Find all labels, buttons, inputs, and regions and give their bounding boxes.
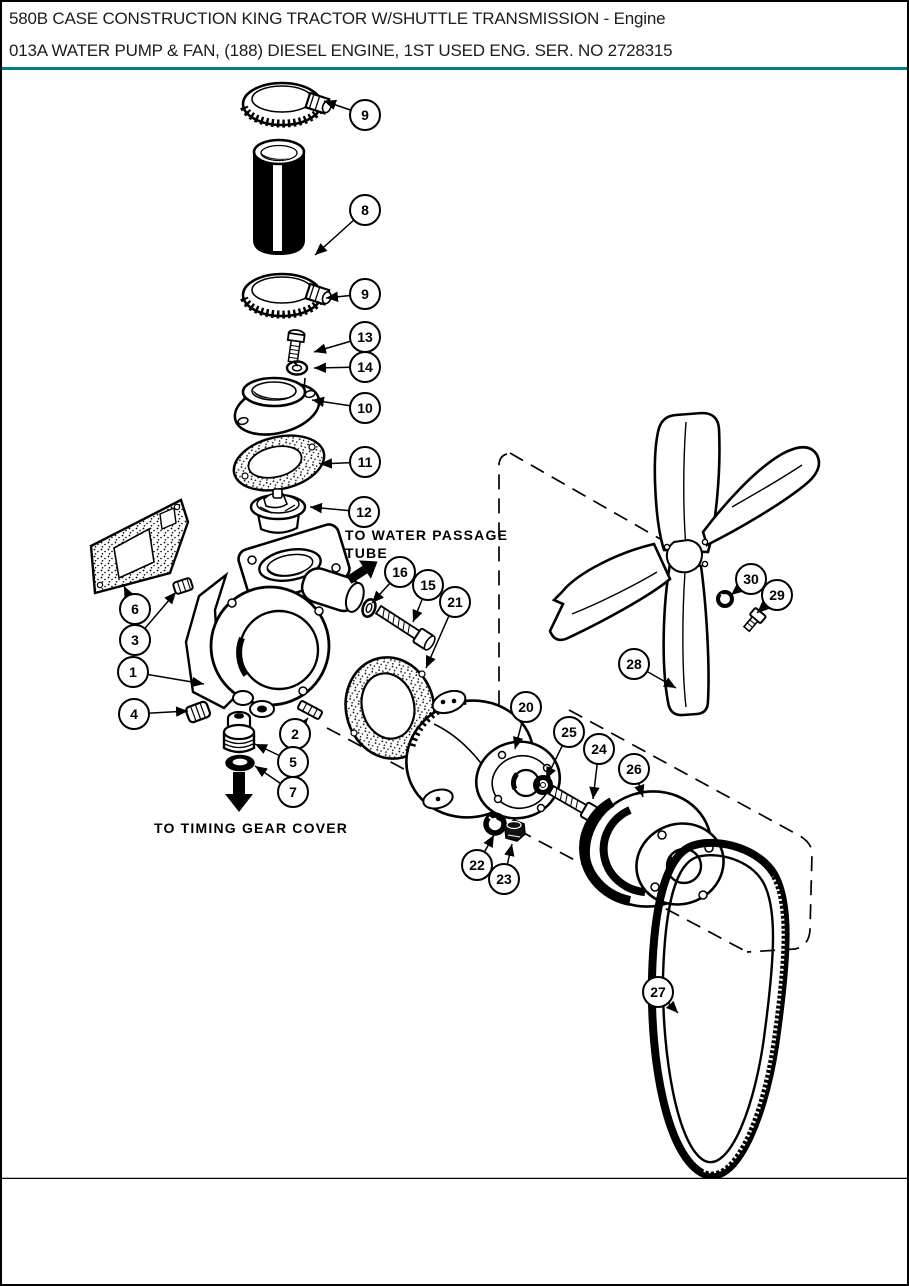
- water-outlet-part-10: [233, 376, 321, 436]
- svg-text:21: 21: [447, 594, 463, 610]
- callout-8[interactable]: 8: [349, 194, 381, 226]
- washer-part-25: [533, 775, 553, 795]
- footer-blank-area: [2, 1179, 907, 1284]
- lock-washer-part-14: [285, 360, 309, 376]
- section-title: 013A WATER PUMP & FAN, (188) DIESEL ENGI…: [9, 41, 673, 60]
- nut-part-23: [504, 819, 526, 842]
- fan-part-28: [548, 411, 821, 717]
- svg-text:6: 6: [131, 601, 139, 617]
- callout-13[interactable]: 13: [349, 321, 381, 353]
- callout-24[interactable]: 24: [583, 733, 615, 765]
- water-passage-label-line1: TO WATER PASSAGE: [345, 527, 508, 543]
- svg-text:23: 23: [496, 871, 512, 887]
- arrow-to-water-passage-icon: [346, 560, 378, 584]
- callout-3[interactable]: 3: [119, 624, 151, 656]
- svg-text:28: 28: [626, 656, 642, 672]
- callout-29[interactable]: 29: [761, 579, 793, 611]
- svg-text:10: 10: [357, 400, 373, 416]
- callout-7[interactable]: 7: [277, 776, 309, 808]
- callout-5[interactable]: 5: [277, 746, 309, 778]
- svg-text:9: 9: [361, 286, 369, 302]
- washer-part-16: [361, 597, 377, 619]
- svg-text:13: 13: [357, 329, 373, 345]
- bolt-part-29: [742, 607, 767, 633]
- bearing-part-5: [222, 710, 256, 754]
- svg-text:12: 12: [356, 504, 372, 520]
- lock-washer-part-30: [716, 590, 734, 608]
- callout-10[interactable]: 10: [349, 392, 381, 424]
- callout-16[interactable]: 16: [384, 556, 416, 588]
- callout-28[interactable]: 28: [618, 648, 650, 680]
- thermostat-part-12: [249, 488, 307, 534]
- callout-27[interactable]: 27: [642, 976, 674, 1008]
- callout-6[interactable]: 6: [119, 593, 151, 625]
- arrow-to-timing-gear-icon: [225, 772, 253, 812]
- water-pump-body-part-1: [184, 523, 365, 718]
- svg-text:4: 4: [130, 706, 138, 722]
- callout-9-top[interactable]: 9: [349, 99, 381, 131]
- svg-text:5: 5: [289, 754, 297, 770]
- gasket-ring-part-21: [344, 656, 436, 760]
- callout-30[interactable]: 30: [735, 563, 767, 595]
- page-header: 580B CASE CONSTRUCTION KING TRACTOR W/SH…: [9, 2, 901, 66]
- radiator-plane-dashed-outline: [326, 452, 813, 953]
- timing-gear-label: TO TIMING GEAR COVER: [154, 820, 348, 836]
- callout-4[interactable]: 4: [118, 698, 150, 730]
- gasket-part-6: [89, 498, 190, 595]
- svg-text:29: 29: [769, 587, 785, 603]
- svg-text:2: 2: [291, 726, 299, 742]
- svg-text:27: 27: [650, 984, 666, 1000]
- svg-text:3: 3: [131, 632, 139, 648]
- hose-clamp-lower-part: [243, 274, 333, 316]
- svg-text:22: 22: [469, 857, 485, 873]
- gasket-part-11: [232, 434, 326, 492]
- hose-part: [252, 138, 306, 256]
- header-divider: [2, 67, 907, 70]
- callout-21[interactable]: 21: [439, 586, 471, 618]
- svg-text:11: 11: [358, 454, 373, 470]
- callout-23[interactable]: 23: [488, 863, 520, 895]
- callout-9-bottom[interactable]: 9: [349, 278, 381, 310]
- svg-text:14: 14: [357, 359, 373, 375]
- callout-11[interactable]: 11: [349, 446, 381, 478]
- svg-text:1: 1: [129, 664, 137, 680]
- callout-22[interactable]: 22: [461, 849, 493, 881]
- svg-text:25: 25: [561, 724, 577, 740]
- callout-14[interactable]: 14: [349, 351, 381, 383]
- bolt-part-13: [286, 329, 306, 364]
- callout-20[interactable]: 20: [510, 691, 542, 723]
- pulley-part-26: [579, 790, 725, 908]
- svg-text:30: 30: [743, 571, 759, 587]
- callout-12[interactable]: 12: [348, 496, 380, 528]
- svg-text:7: 7: [289, 784, 297, 800]
- callout-1[interactable]: 1: [117, 656, 149, 688]
- belt-part-27: [647, 838, 790, 1180]
- callout-25[interactable]: 25: [553, 716, 585, 748]
- callout-2[interactable]: 2: [279, 718, 311, 750]
- svg-text:20: 20: [518, 699, 534, 715]
- svg-text:8: 8: [361, 202, 369, 218]
- water-passage-label-line2: TUBE: [345, 545, 388, 561]
- plug-part-4: [184, 700, 212, 724]
- bolt-part-15: [374, 604, 436, 651]
- svg-text:24: 24: [591, 741, 607, 757]
- hose-clamp-upper-part: [243, 83, 333, 125]
- lock-washer-part-22: [483, 812, 507, 836]
- model-title: 580B CASE CONSTRUCTION KING TRACTOR W/SH…: [9, 9, 666, 28]
- seal-part-7: [225, 754, 255, 772]
- svg-text:9: 9: [361, 107, 369, 123]
- fan-hub-part-20: [405, 689, 562, 820]
- svg-text:15: 15: [420, 577, 436, 593]
- stud-part-2: [296, 700, 324, 720]
- plug-part-3: [172, 577, 194, 595]
- svg-text:16: 16: [392, 564, 408, 580]
- callout-26[interactable]: 26: [618, 753, 650, 785]
- svg-text:26: 26: [626, 761, 642, 777]
- callout-15[interactable]: 15: [412, 569, 444, 601]
